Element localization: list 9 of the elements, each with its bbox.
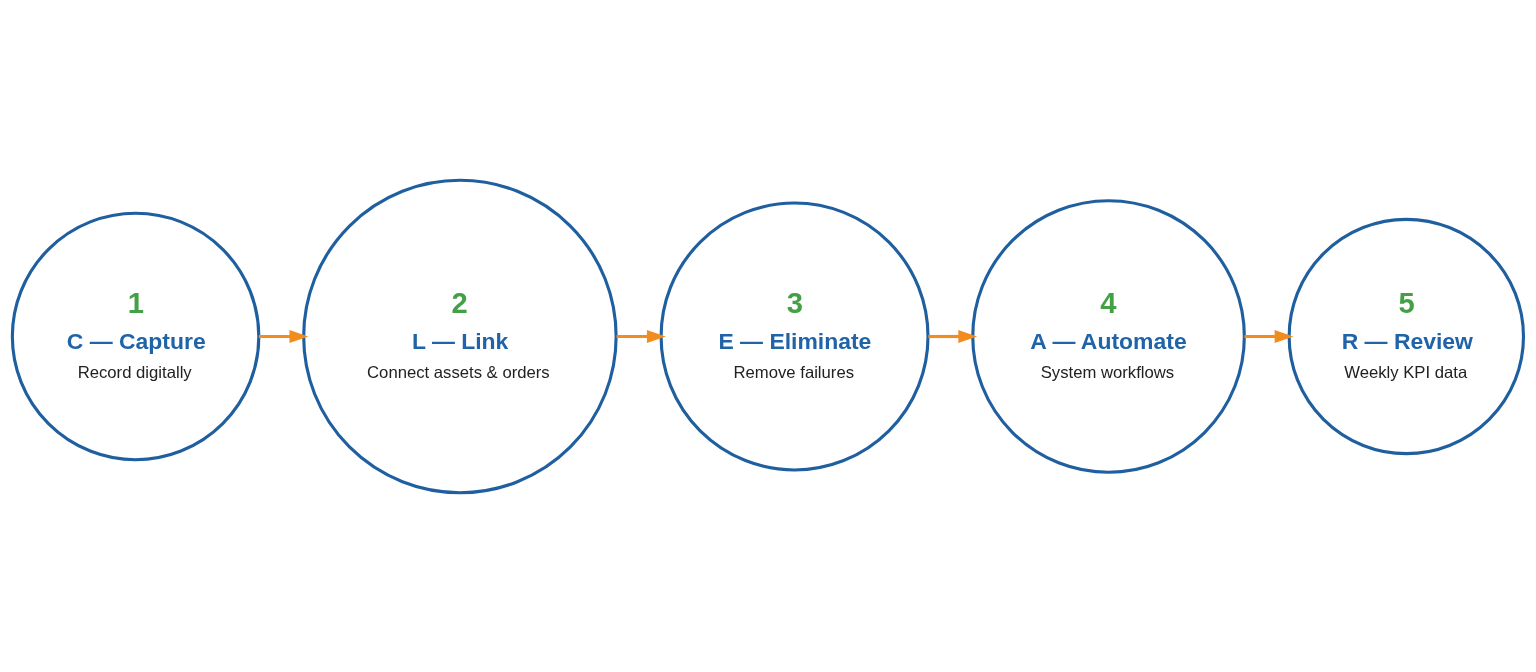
arrow (258, 329, 309, 343)
arrow (928, 329, 978, 343)
node-circle: 1 C — Capture Record digitally (10, 211, 261, 461)
arrow (616, 329, 666, 343)
node-circle: 5 R — Review Weekly KPI data (1287, 217, 1526, 455)
node-circle: 4 A — Automate System workflows (971, 198, 1246, 474)
node-circle: 3 E — Eliminate Remove failures (659, 200, 930, 471)
node-circle: 2 L — Link Connect assets & orders (302, 178, 618, 494)
arrow (1244, 329, 1294, 343)
